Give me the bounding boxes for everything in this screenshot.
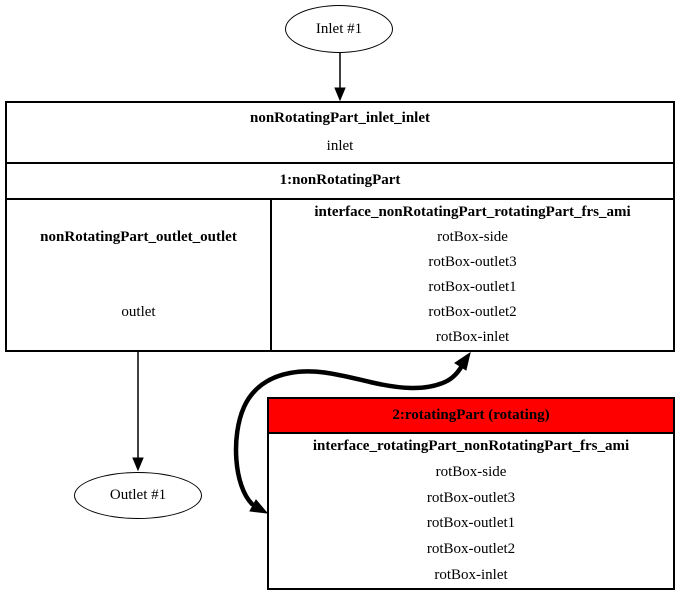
- inlet-label: Inlet #1: [315, 20, 363, 37]
- nonrotatingpart-interface-group: interface_nonRotatingPart_rotatingPart_f…: [270, 200, 673, 350]
- interface-port: rotBox-outlet1: [426, 515, 516, 532]
- interface-port: rotBox-outlet2: [426, 540, 516, 557]
- inlet-port-group: nonRotatingPart_inlet_inlet inlet: [7, 103, 673, 164]
- interface-port: rotBox-outlet3: [426, 489, 516, 506]
- node-inlet: Inlet #1: [285, 5, 393, 53]
- arrowhead-right-icon: [249, 499, 269, 514]
- outlet-group-title: nonRotatingPart_outlet_outlet: [40, 228, 237, 245]
- interface-title: interface_rotatingPart_nonRotatingPart_f…: [312, 438, 630, 455]
- interface-port: rotBox-inlet: [435, 328, 510, 345]
- outlet-port: outlet: [121, 303, 156, 320]
- edge-inlet-to-nonrotatingpart: [334, 53, 346, 102]
- arrowhead-up-icon: [454, 351, 471, 371]
- arrowhead-down-icon: [132, 457, 144, 472]
- interface-port: rotBox-inlet: [434, 566, 508, 583]
- interface-port: rotBox-outlet3: [428, 253, 517, 270]
- rotatingpart-title: 2:rotatingPart (rotating): [269, 399, 673, 434]
- interface-port: rotBox-side: [435, 463, 507, 480]
- inlet-group-title: nonRotatingPart_inlet_inlet: [250, 110, 430, 127]
- node-nonrotatingpart: nonRotatingPart_inlet_inlet inlet 1:nonR…: [5, 101, 675, 352]
- outlet-label: Outlet #1: [109, 487, 167, 503]
- arrowhead-down-icon: [334, 87, 346, 102]
- interface-port: rotBox-outlet1: [428, 278, 517, 295]
- nonrotatingpart-title: 1:nonRotatingPart: [7, 164, 673, 200]
- interface-port: rotBox-side: [437, 228, 508, 245]
- edge-nonrotatingpart-to-outlet: [132, 352, 144, 472]
- edge-interface-coupling: [233, 351, 471, 514]
- node-rotatingpart: 2:rotatingPart (rotating) interface_rota…: [267, 397, 675, 590]
- interface-port: rotBox-outlet2: [428, 303, 517, 320]
- interface-title: interface_nonRotatingPart_rotatingPart_f…: [314, 203, 631, 220]
- node-outlet: Outlet #1: [74, 472, 202, 519]
- outlet-port-group: nonRotatingPart_outlet_outlet outlet: [7, 200, 270, 350]
- rotatingpart-interface-group: interface_rotatingPart_nonRotatingPart_f…: [269, 434, 673, 588]
- nonrotatingpart-body: nonRotatingPart_outlet_outlet outlet int…: [7, 200, 673, 350]
- inlet-port: inlet: [326, 137, 354, 154]
